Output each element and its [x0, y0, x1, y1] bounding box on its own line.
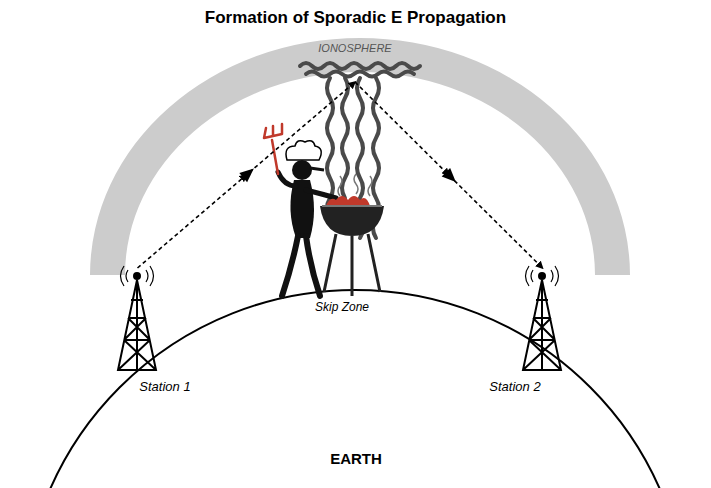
signal-path [138, 82, 356, 268]
radio-tower [118, 266, 156, 370]
earth-surface [22, 290, 688, 488]
arrow-head [442, 168, 456, 182]
zone-label: Skip Zone [315, 300, 369, 314]
earth-label: EARTH [330, 450, 382, 467]
station-node: Station 1 [110, 268, 220, 398]
signal-path [355, 82, 543, 268]
arrow-head [239, 169, 254, 183]
node-label: IONOSPHERE [318, 42, 391, 54]
station-node: Station 2 [460, 268, 570, 398]
diagram-title: Formation of Sporadic E Propagation [0, 8, 711, 28]
ionosphere-layer: IONOSPHERE [295, 38, 415, 82]
radio-tower [523, 266, 561, 370]
node-label: Station 2 [489, 379, 540, 394]
ionosphere-band [90, 38, 630, 275]
node-label: Station 1 [139, 379, 190, 394]
barbecue-grill [320, 174, 384, 296]
